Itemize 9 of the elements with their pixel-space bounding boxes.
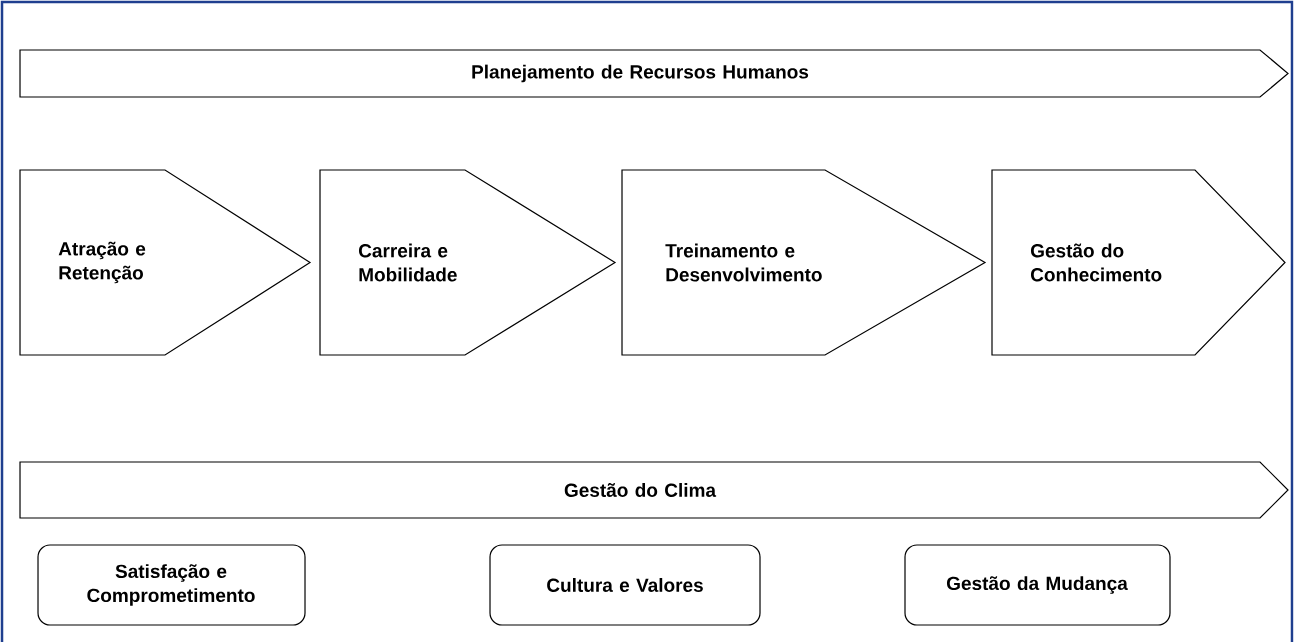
rounded-box: Gestão da Mudança [904,544,1171,626]
process-step-box: Treinamento e Desenvolvimento [621,169,987,356]
banner-box: Gestão do Clima [19,461,1289,519]
rounded-box: Satisfação e Comprometimento [37,544,306,626]
process-step-box: Atração e Retenção [19,169,312,356]
banner-box: Planejamento de Recursos Humanos [19,49,1289,98]
rounded-box: Cultura e Valores [489,544,761,626]
process-step-box: Carreira e Mobilidade [319,169,617,356]
process-step-box: Gestão do Conhecimento [991,169,1286,356]
